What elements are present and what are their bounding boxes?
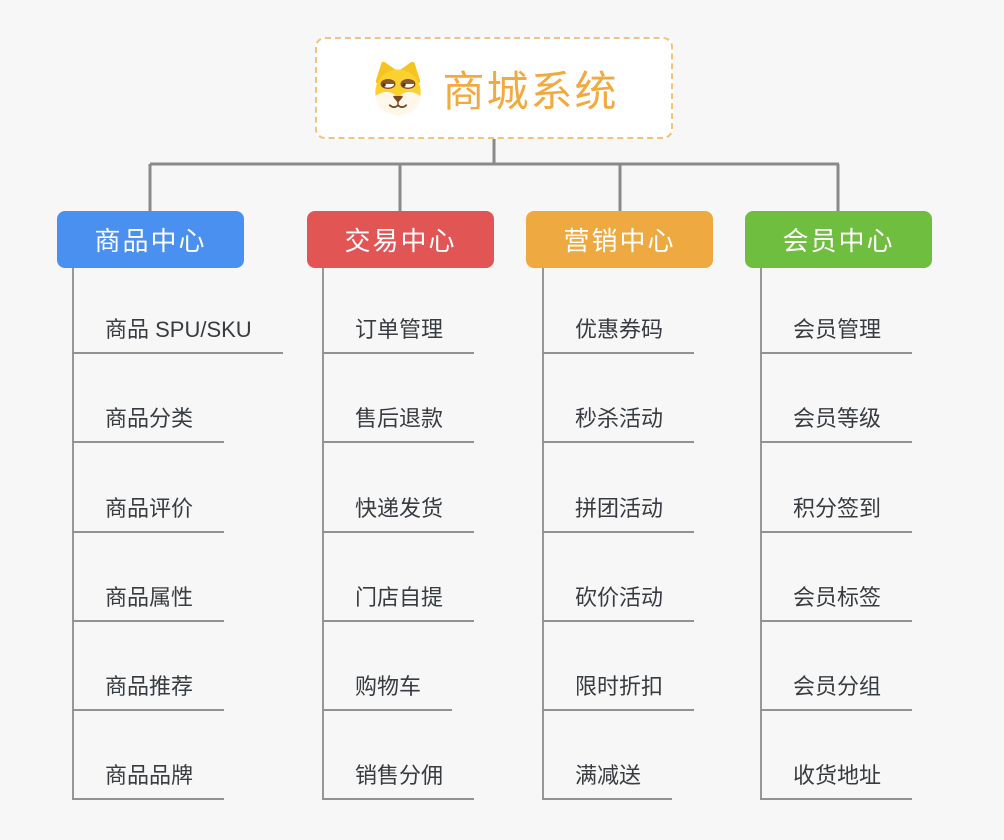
branch-member-center[interactable]: 会员中心 — [745, 211, 932, 268]
child-topic[interactable]: 购物车 — [322, 665, 453, 711]
branch-drop-line — [542, 268, 544, 800]
child-topic[interactable]: 会员管理 — [760, 308, 913, 354]
child-topic[interactable]: 销售分佣 — [322, 754, 475, 800]
child-topic[interactable]: 商品分类 — [72, 397, 225, 443]
child-topic[interactable]: 拼团活动 — [542, 487, 695, 533]
branch-product-center[interactable]: 商品中心 — [57, 211, 244, 268]
child-topic[interactable]: 商品推荐 — [72, 665, 225, 711]
child-topic[interactable]: 商品评价 — [72, 487, 225, 533]
dog-face-icon — [375, 61, 422, 115]
child-topic[interactable]: 满减送 — [542, 754, 673, 800]
child-topic[interactable]: 会员标签 — [760, 576, 913, 622]
child-topic[interactable]: 门店自提 — [322, 576, 475, 622]
root-topic-label: 商城系统 — [442, 67, 619, 115]
connector-path — [148, 139, 840, 211]
branch-marketing-center[interactable]: 营销中心 — [526, 211, 713, 268]
branch-drop-line — [72, 268, 74, 800]
branch-drop-line — [760, 268, 762, 800]
child-topic[interactable]: 会员等级 — [760, 397, 913, 443]
child-topic[interactable]: 商品属性 — [72, 576, 225, 622]
root-topic[interactable]: 商城系统 — [315, 37, 673, 139]
child-topic[interactable]: 积分签到 — [760, 487, 913, 533]
branch-trade-center[interactable]: 交易中心 — [307, 211, 494, 268]
child-topic[interactable]: 快递发货 — [322, 487, 475, 533]
child-topic[interactable]: 商品品牌 — [72, 754, 225, 800]
child-topic[interactable]: 秒杀活动 — [542, 397, 695, 443]
child-topic[interactable]: 会员分组 — [760, 665, 913, 711]
child-topic[interactable]: 限时折扣 — [542, 665, 695, 711]
child-topic[interactable]: 优惠券码 — [542, 308, 695, 354]
child-topic[interactable]: 商品 SPU/SKU — [72, 308, 283, 354]
child-topic[interactable]: 砍价活动 — [542, 576, 695, 622]
child-topic[interactable]: 订单管理 — [322, 308, 475, 354]
child-topic[interactable]: 售后退款 — [322, 397, 475, 443]
child-topic[interactable]: 收货地址 — [760, 754, 913, 800]
branch-drop-line — [322, 268, 324, 800]
